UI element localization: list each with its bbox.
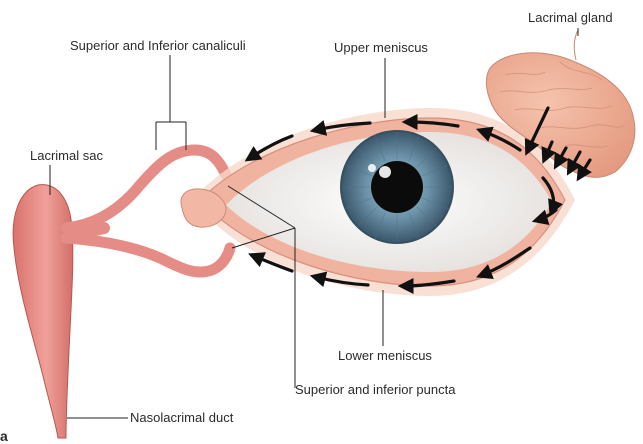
label-lower-meniscus: Lower meniscus [338,348,432,363]
label-canaliculi: Superior and Inferior canaliculi [70,38,246,53]
pupil [371,161,423,213]
label-lacrimal-sac: Lacrimal sac [30,148,103,163]
inferior-canaliculus [66,238,230,272]
label-upper-meniscus: Upper meniscus [334,40,428,55]
label-lacrimal-gland: Lacrimal gland [528,10,613,25]
label-nasolacrimal-duct: Nasolacrimal duct [130,410,234,425]
canaliculi-junction [70,228,104,232]
label-puncta: Superior and inferior puncta [295,382,456,397]
lacrimal-sac-shape [13,185,73,438]
pupil-highlight [379,166,391,178]
gland-stem [574,30,578,60]
figure-panel-letter: a [0,428,8,444]
iris-highlight [368,164,376,172]
